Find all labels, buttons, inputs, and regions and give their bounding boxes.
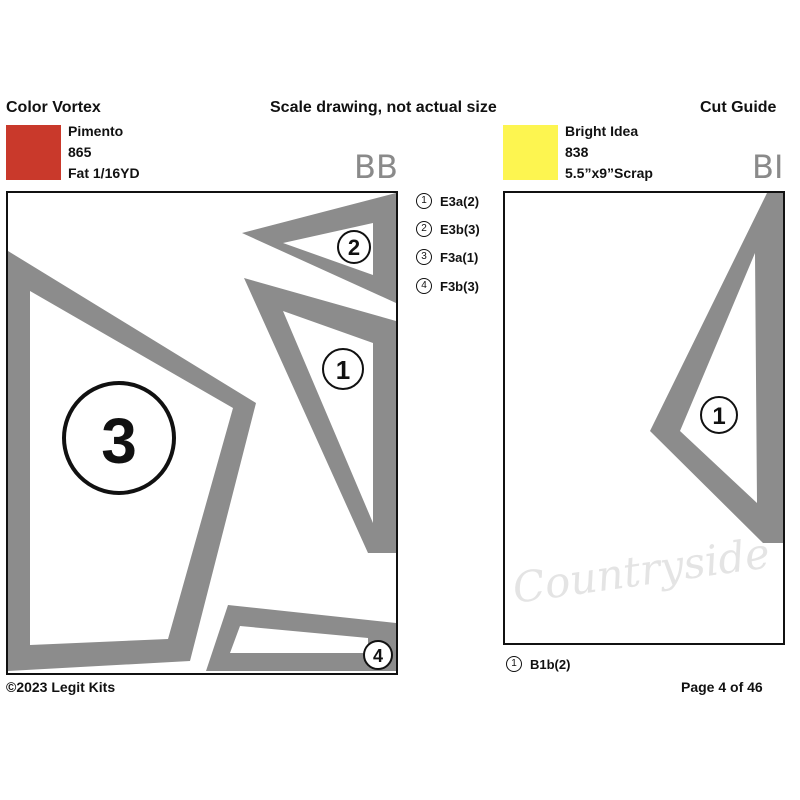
scale-note: Scale drawing, not actual size bbox=[270, 99, 497, 116]
piece-2-shape bbox=[242, 193, 396, 303]
piece-1-number: 1 bbox=[712, 403, 725, 430]
legend-label: F3b(3) bbox=[440, 278, 479, 294]
piece-2-label: 2 bbox=[337, 230, 371, 264]
piece-3-label: 3 bbox=[62, 381, 176, 495]
piece-1-label: 1 bbox=[700, 396, 738, 434]
piece-3-number: 3 bbox=[101, 405, 137, 477]
fabric-number: 838 bbox=[565, 144, 589, 160]
cut-guide-title: Cut Guide bbox=[700, 99, 777, 116]
fabric-cut: Fat 1/16YD bbox=[68, 165, 140, 181]
fabric-code: BI bbox=[752, 148, 784, 186]
piece-4-shape bbox=[206, 605, 396, 671]
right-pieces-drawing: 1 Countryside Quilts bbox=[510, 193, 783, 613]
fabric-name: Pimento bbox=[68, 123, 124, 139]
legend-item: 3 F3a(1) bbox=[416, 249, 478, 265]
legend-item: 2 E3b(3) bbox=[416, 221, 480, 237]
brand-title: Color Vortex bbox=[6, 99, 101, 116]
bright-idea-swatch bbox=[503, 125, 558, 180]
piece-4-label: 4 bbox=[363, 640, 393, 670]
right-fabric-info: Bright Idea 838 5.5”x9”Scrap bbox=[565, 121, 653, 184]
right-cut-panel: 1 Countryside Quilts bbox=[503, 191, 785, 645]
legend-number: 1 bbox=[416, 193, 432, 209]
copyright: ©2023 Legit Kits bbox=[6, 679, 116, 695]
legend-label: F3a(1) bbox=[440, 249, 479, 265]
fabric-code: BB bbox=[354, 148, 398, 186]
left-cut-panel: 3 2 1 4 bbox=[6, 191, 398, 675]
fabric-number: 865 bbox=[68, 144, 92, 160]
legend-number: 2 bbox=[416, 221, 432, 237]
page-number: Page 4 of 46 bbox=[681, 679, 763, 695]
pimento-swatch bbox=[6, 125, 61, 180]
legend-label: E3a(2) bbox=[440, 193, 480, 209]
legend-number: 4 bbox=[416, 278, 432, 294]
legend-item: 4 F3b(3) bbox=[416, 278, 479, 294]
legend-item: 1 E3a(2) bbox=[416, 193, 479, 209]
piece-1-shape bbox=[650, 193, 783, 543]
piece-4-number: 4 bbox=[373, 646, 383, 666]
left-pieces-drawing: 3 2 1 4 bbox=[8, 193, 396, 671]
piece-1-label: 1 bbox=[322, 348, 364, 390]
legend-label: B1b(2) bbox=[530, 656, 571, 672]
fabric-name: Bright Idea bbox=[565, 123, 639, 139]
legend-number: 1 bbox=[506, 656, 522, 672]
piece-1-number: 1 bbox=[336, 355, 350, 385]
piece-3-shape bbox=[8, 251, 256, 671]
legend-label: E3b(3) bbox=[440, 221, 480, 237]
watermark-text: Countryside Quilts bbox=[510, 509, 783, 613]
fabric-cut: 5.5”x9”Scrap bbox=[565, 165, 653, 181]
legend-item: 1 B1b(2) bbox=[506, 656, 570, 672]
piece-1-shape bbox=[244, 278, 396, 553]
legend-number: 3 bbox=[416, 249, 432, 265]
left-fabric-info: Pimento 865 Fat 1/16YD bbox=[68, 121, 140, 184]
piece-2-number: 2 bbox=[348, 235, 360, 260]
